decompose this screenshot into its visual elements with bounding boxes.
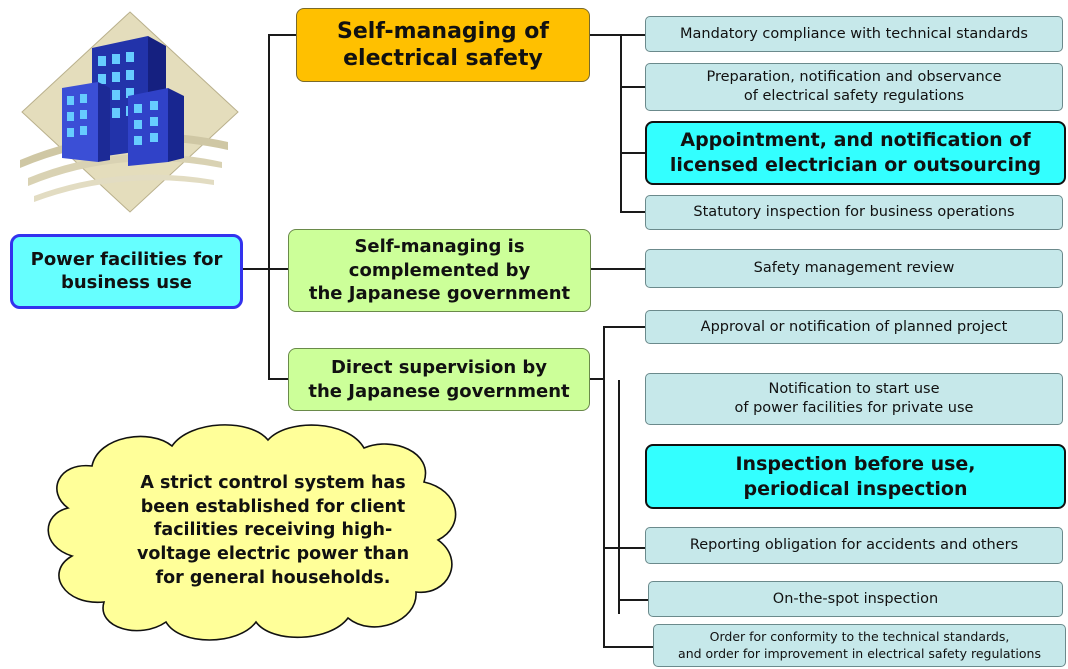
connector (591, 268, 645, 270)
item-safety-regulations: Preparation, notification and observance… (645, 63, 1063, 111)
category-self-managing: Self-managing of electrical safety (296, 8, 590, 82)
item-order-conformity: Order for conformity to the technical st… (653, 624, 1066, 667)
note-text: A strict control system has been establi… (136, 473, 410, 588)
item-on-the-spot: On-the-spot inspection (648, 581, 1063, 617)
note-cloud (47, 424, 457, 641)
root-node: Power facilities for business use (10, 234, 243, 309)
connector (590, 378, 604, 380)
item-technical-standards: Mandatory compliance with technical stan… (645, 16, 1063, 52)
item-statutory-inspection: Statutory inspection for business operat… (645, 195, 1063, 230)
item-start-use: Notification to start use of power facil… (645, 373, 1063, 425)
office-buildings-icon (20, 11, 239, 213)
connector (268, 34, 296, 36)
item-licensed-electrician: Appointment, and notification of license… (645, 121, 1066, 185)
connector (268, 268, 288, 270)
connector (620, 34, 622, 212)
connector (243, 268, 268, 270)
connector (620, 211, 645, 213)
category-complemented: Self-managing is complemented by the Jap… (288, 229, 591, 312)
connector (618, 380, 620, 614)
item-reporting-obligation: Reporting obligation for accidents and o… (645, 527, 1063, 564)
connector (603, 547, 645, 549)
item-inspection-before-use: Inspection before use, periodical inspec… (645, 444, 1066, 509)
item-planned-project: Approval or notification of planned proj… (645, 310, 1063, 344)
connector (620, 152, 645, 154)
connector (590, 34, 620, 36)
item-safety-review: Safety management review (645, 249, 1063, 288)
connector (603, 646, 653, 648)
category-direct-supervision: Direct supervision by the Japanese gover… (288, 348, 590, 411)
connector (268, 378, 288, 380)
connector (268, 34, 270, 380)
connector (603, 326, 645, 328)
connector (620, 86, 645, 88)
connector (618, 599, 648, 601)
connector (603, 326, 605, 648)
connector (620, 34, 645, 36)
